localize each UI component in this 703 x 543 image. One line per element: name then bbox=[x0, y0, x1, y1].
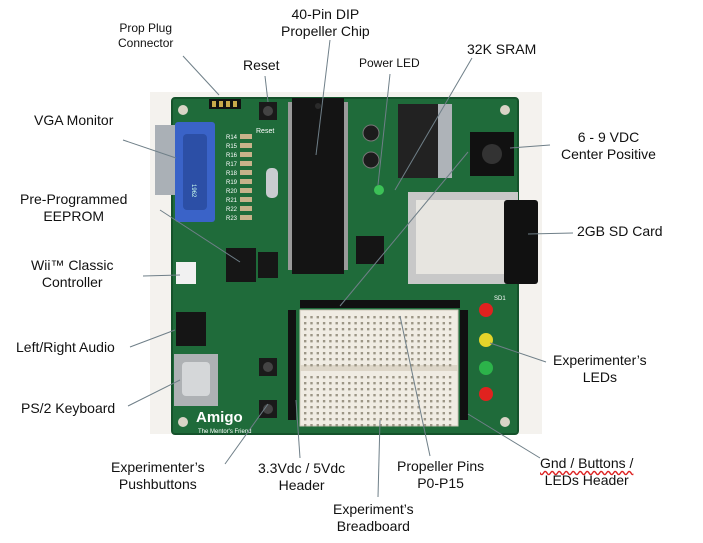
label-audio: Left/Right Audio bbox=[16, 339, 115, 355]
wii-connector bbox=[176, 262, 196, 284]
svg-text:R21: R21 bbox=[226, 198, 238, 204]
vga-connector: 1962 bbox=[155, 122, 215, 222]
breadboard bbox=[299, 309, 459, 427]
reset-button bbox=[259, 102, 277, 120]
board-logo: Amigo bbox=[196, 409, 243, 426]
svg-text:R23: R23 bbox=[226, 216, 238, 222]
propeller-pin-header bbox=[300, 300, 460, 308]
svg-text:R18: R18 bbox=[226, 171, 238, 177]
sd-silk: SD1 bbox=[494, 296, 506, 302]
audio-jack bbox=[176, 312, 206, 346]
leader-lines bbox=[122, 39, 574, 498]
propeller-chip bbox=[288, 98, 348, 274]
svg-text:R20: R20 bbox=[226, 189, 238, 195]
svg-text:1962: 1962 bbox=[190, 184, 196, 198]
svg-text:R14: R14 bbox=[226, 135, 238, 141]
label-sram: 32K SRAM bbox=[467, 41, 537, 57]
label-sd-card: 2GB SD Card bbox=[577, 223, 663, 239]
reset-silk: Reset bbox=[256, 128, 274, 135]
crystal bbox=[266, 168, 278, 198]
label-vga: VGA Monitor bbox=[34, 112, 114, 128]
capacitor bbox=[362, 124, 380, 142]
label-ps2: PS/2 Keyboard bbox=[21, 400, 116, 416]
label-gnd-header: Gnd / Buttons /LEDs Header bbox=[540, 455, 634, 488]
power-led bbox=[374, 185, 384, 195]
sd-card-socket bbox=[408, 192, 538, 284]
mount-hole bbox=[178, 105, 188, 115]
led-yellow bbox=[479, 333, 493, 347]
eeprom-support bbox=[258, 252, 278, 278]
svg-text:R19: R19 bbox=[226, 180, 238, 186]
svg-text:R17: R17 bbox=[226, 162, 238, 168]
label-reset: Reset bbox=[243, 57, 280, 73]
capacitor bbox=[362, 151, 380, 169]
voltage-header bbox=[288, 310, 296, 420]
led-green bbox=[479, 361, 493, 375]
led-red bbox=[479, 303, 493, 317]
led-red bbox=[479, 387, 493, 401]
gnd-header bbox=[460, 310, 468, 420]
mount-hole bbox=[500, 105, 510, 115]
svg-text:R22: R22 bbox=[226, 207, 238, 213]
label-power-led: Power LED bbox=[359, 56, 420, 70]
breadboard-holes bbox=[304, 316, 452, 427]
sram-chip bbox=[356, 236, 384, 264]
mount-hole bbox=[500, 417, 510, 427]
eeprom-chip bbox=[226, 248, 256, 282]
power-jack bbox=[470, 132, 514, 176]
board-tagline: The Mentor's Friend bbox=[198, 429, 252, 435]
svg-text:R15: R15 bbox=[226, 144, 238, 150]
svg-text:R16: R16 bbox=[226, 153, 238, 159]
mount-hole bbox=[178, 417, 188, 427]
prop-plug-header bbox=[209, 99, 241, 109]
ps2-connector bbox=[174, 354, 218, 406]
voltage-regulators bbox=[398, 104, 452, 178]
